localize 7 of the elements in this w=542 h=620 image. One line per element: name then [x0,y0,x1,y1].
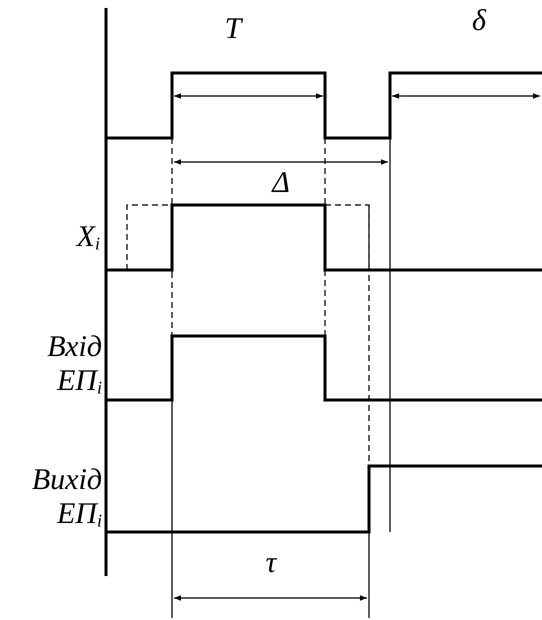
signal-label: X$_{i}$ [74,220,100,256]
signal-label: Вхід ЕП$_{i}$ [46,330,102,400]
signal-label: Δ [270,166,291,200]
signal-label: τ [264,546,278,580]
signal-label: Вихід ЕП$_{i}$ [30,463,102,533]
signal-label: δ [471,4,488,38]
signal-label: T [224,12,244,46]
